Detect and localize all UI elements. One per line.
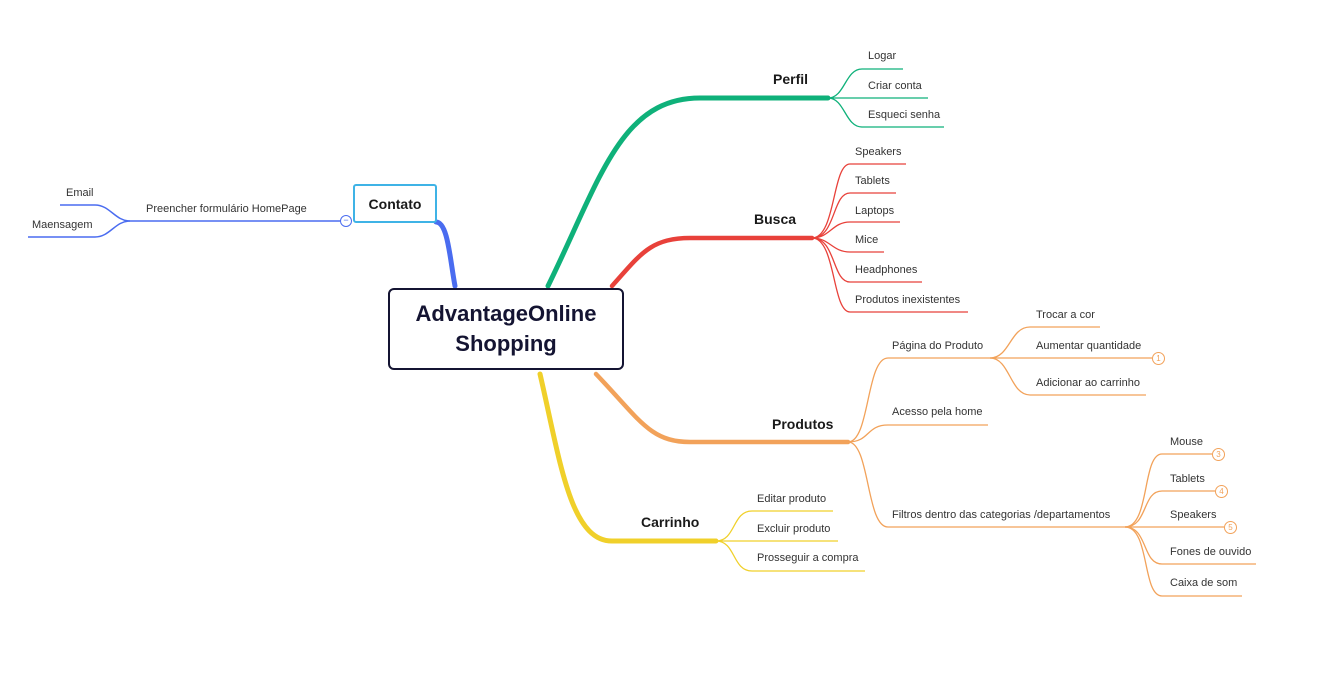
connector-busca-2 <box>811 192 896 239</box>
node-filtros-mouse[interactable]: Mouse <box>1170 436 1204 448</box>
task-badge: 5 <box>1224 521 1237 534</box>
node-busca-headphones[interactable]: Headphones <box>855 264 918 276</box>
node-logar[interactable]: Logar <box>868 50 897 62</box>
node-pagina-produto[interactable]: Página do Produto <box>892 340 984 352</box>
node-adicionar-carrinho[interactable]: Adicionar ao carrinho <box>1036 377 1140 389</box>
node-aumentar-quantidade[interactable]: Aumentar quantidade <box>1036 340 1142 352</box>
node-busca-speakers[interactable]: Speakers <box>855 146 902 158</box>
node-filtros[interactable]: Filtros dentro das categorias /departame… <box>892 509 1111 521</box>
node-preencher-formulario[interactable]: Preencher formulário HomePage <box>146 203 307 215</box>
contato-node[interactable]: Contato <box>353 184 437 223</box>
node-email[interactable]: Email <box>66 187 94 199</box>
node-mensagem[interactable]: Maensagem <box>32 219 93 231</box>
connector-root-busca <box>609 235 815 289</box>
connector-contato-mensagem <box>28 220 131 238</box>
root-node[interactable]: AdvantageOnline Shopping <box>388 288 624 370</box>
node-trocar-cor[interactable]: Trocar a cor <box>1036 309 1095 321</box>
node-esqueci-senha[interactable]: Esqueci senha <box>868 109 941 121</box>
node-filtros-caixa[interactable]: Caixa de som <box>1170 577 1238 589</box>
connector-produtos-filtros <box>847 441 1125 528</box>
connector-filtros-caixa <box>1124 526 1242 597</box>
connector-root-produtos <box>593 371 851 445</box>
node-filtros-speakers[interactable]: Speakers <box>1170 509 1217 521</box>
node-editar-produto[interactable]: Editar produto <box>757 493 827 505</box>
branch-busca[interactable]: Busca <box>754 211 797 227</box>
connector-contato-email <box>60 204 131 222</box>
connector-produtos-pagina <box>847 357 990 443</box>
connector-filtros-tablets <box>1124 490 1215 528</box>
node-busca-mice[interactable]: Mice <box>855 234 879 246</box>
node-excluir-produto[interactable]: Excluir produto <box>757 523 831 535</box>
node-busca-inexistentes[interactable]: Produtos inexistentes <box>855 294 961 306</box>
task-badge: 1 <box>1152 352 1165 365</box>
connector-produtos-acesso <box>847 424 988 443</box>
node-filtros-tablets[interactable]: Tablets <box>1170 473 1205 485</box>
node-prosseguir-compra[interactable]: Prosseguir a compra <box>757 552 859 564</box>
connector-pagina-carrinho <box>989 357 1146 396</box>
branch-produtos[interactable]: Produtos <box>772 416 834 432</box>
connector-busca-1 <box>811 163 906 239</box>
connector-carrinho-editar <box>715 510 833 542</box>
branch-carrinho[interactable]: Carrinho <box>641 514 700 530</box>
connector-busca-3 <box>811 221 900 239</box>
connector-busca-6 <box>811 237 968 313</box>
connector-root-carrinho <box>537 371 719 544</box>
connector-perfil-esqueci <box>827 97 944 128</box>
node-acesso-home[interactable]: Acesso pela home <box>892 406 983 418</box>
node-filtros-fones[interactable]: Fones de ouvido <box>1170 546 1252 558</box>
connector-carrinho-prosseguir <box>715 540 865 572</box>
connector-pagina-cor <box>989 326 1100 359</box>
collapse-toggle[interactable]: − <box>340 215 352 227</box>
task-badge: 3 <box>1212 448 1225 461</box>
node-busca-tablets[interactable]: Tablets <box>855 175 890 187</box>
task-badge: 4 <box>1215 485 1228 498</box>
connector-root-contato <box>433 219 458 289</box>
connector-busca-5 <box>811 237 922 283</box>
connector-root-perfil <box>545 95 831 289</box>
node-busca-laptops[interactable]: Laptops <box>855 205 895 217</box>
connector-perfil-logar <box>827 68 903 99</box>
branch-perfil[interactable]: Perfil <box>773 71 809 87</box>
connector-filtros-mouse <box>1124 453 1212 528</box>
node-criar-conta[interactable]: Criar conta <box>868 80 922 92</box>
